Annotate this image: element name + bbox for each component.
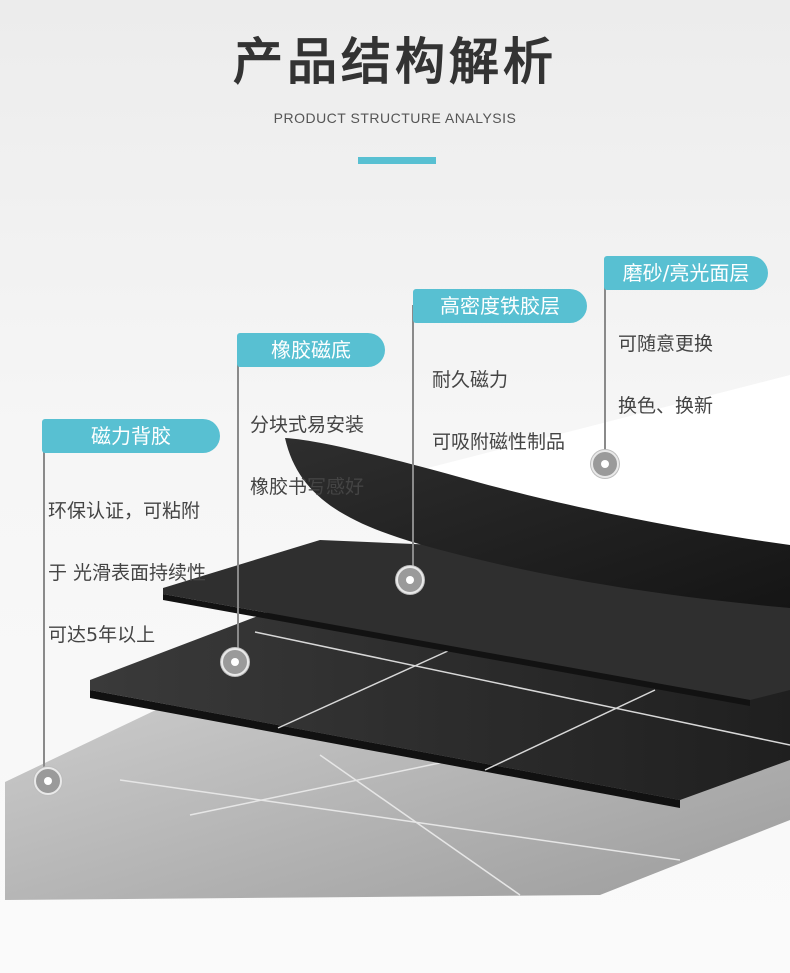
desc-surface: 可随意更换 换色、换新	[618, 298, 713, 453]
desc-rubber-line-2: 橡胶书写感好	[250, 476, 365, 498]
desc-iron: 耐久磁力 可吸附磁性制品	[432, 334, 565, 489]
connector-line-adhesive	[43, 435, 45, 780]
pin-iron	[396, 566, 424, 594]
desc-adhesive: 环保认证，可粘附 于 光滑表面持续性 可达5年以上	[48, 465, 206, 682]
rubber-base-edge	[90, 690, 680, 808]
desc-iron-line-1: 耐久磁力	[432, 369, 509, 391]
page-title: 产品结构解析	[233, 33, 557, 91]
desc-adhesive-line-3: 可达5年以上	[48, 624, 156, 646]
pin-adhesive	[34, 767, 62, 795]
connector-line-rubber	[237, 350, 239, 660]
title-accent-bar	[358, 157, 436, 164]
iron-layer-edge	[163, 594, 750, 706]
tag-rubber: 橡胶磁底	[237, 333, 385, 367]
desc-iron-line-2: 可吸附磁性制品	[432, 431, 566, 453]
connector-line-surface	[604, 272, 606, 462]
desc-rubber: 分块式易安装 橡胶书写感好	[250, 379, 364, 534]
desc-adhesive-line-1: 环保认证，可粘附	[48, 500, 201, 522]
surface-layer-curl	[285, 438, 790, 608]
page-subtitle: PRODUCT STRUCTURE ANALYSIS	[273, 110, 517, 126]
connector-line-iron	[412, 305, 414, 580]
desc-surface-line-2: 换色、换新	[618, 395, 714, 417]
desc-rubber-line-1: 分块式易安装	[250, 414, 365, 436]
pin-surface	[591, 450, 619, 478]
tag-iron: 高密度铁胶层	[413, 289, 587, 323]
rubber-grid-lines	[254, 631, 790, 771]
desc-surface-line-1: 可随意更换	[618, 333, 714, 355]
desc-adhesive-line-2: 于 光滑表面持续性	[48, 562, 207, 584]
pin-rubber	[221, 648, 249, 676]
tag-adhesive: 磁力背胶	[42, 419, 220, 453]
tag-surface: 磨砂/亮光面层	[604, 256, 768, 290]
